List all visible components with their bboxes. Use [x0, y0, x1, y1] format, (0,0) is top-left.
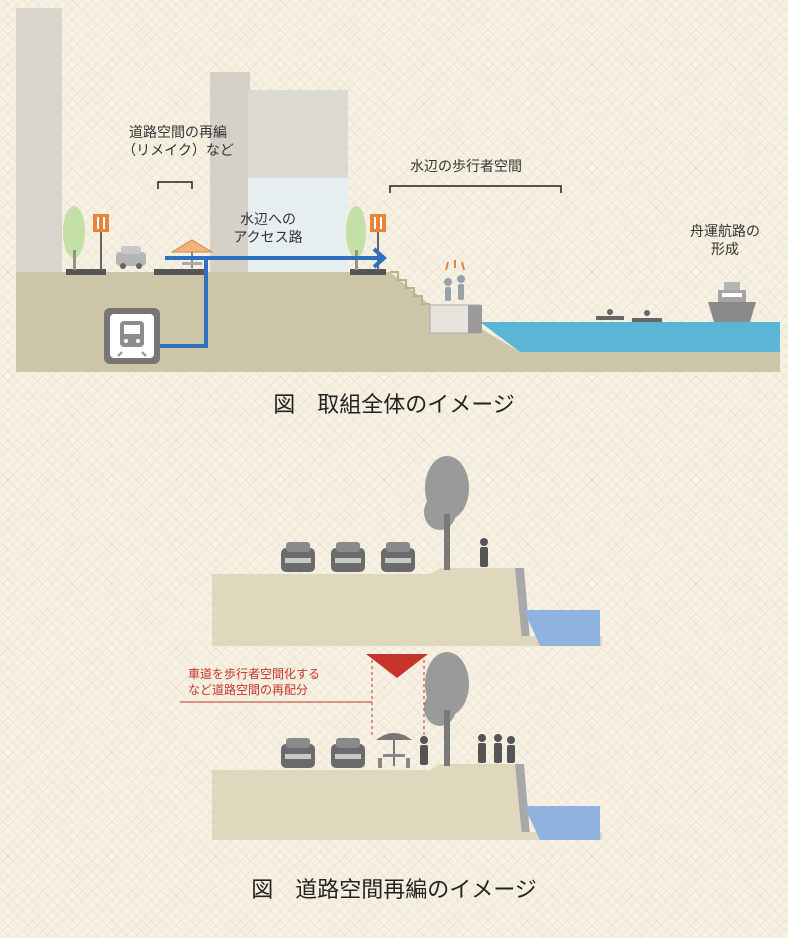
realloc-annotation-line1: 車道を歩行者空間化する	[188, 667, 321, 681]
figure2-illustration	[0, 440, 788, 860]
person-2-icon	[420, 736, 428, 765]
tree-icon	[424, 456, 469, 570]
realloc-annotation: 車道を歩行者空間化する など道路空間の再配分	[188, 666, 320, 698]
tree-2-icon	[424, 652, 469, 766]
tree-right-icon	[346, 206, 366, 270]
car-3-icon	[381, 542, 415, 572]
road-reorg-label-line1: 道路空間の再編	[129, 125, 227, 141]
access-label-line1: 水辺への	[240, 212, 296, 228]
before-section	[212, 456, 602, 646]
bracket-waterside	[389, 185, 562, 193]
navigation-label-line2: 形成	[711, 242, 739, 258]
people-group-icon	[478, 734, 515, 763]
tree-left-icon	[63, 206, 85, 270]
car-1-icon	[281, 542, 315, 572]
stairs	[390, 271, 430, 305]
bracket-road	[157, 181, 193, 189]
waterside-pedestrian-label: 水辺の歩行者空間	[410, 159, 522, 175]
realloc-triangle	[366, 654, 428, 678]
access-label-line2: アクセス路	[233, 230, 303, 246]
train-station-icon	[104, 308, 160, 364]
figure2-caption: 図 道路空間再編のイメージ	[251, 878, 537, 903]
navigation-label: 舟運航路の 形成	[680, 223, 770, 259]
after-section	[212, 652, 602, 840]
car-5-icon	[331, 738, 365, 768]
road-reorg-label-line2: （リメイク）など	[122, 143, 234, 159]
sign-left-icon	[93, 214, 109, 270]
car-icon	[116, 246, 146, 269]
figure1-caption: 図 取組全体のイメージ	[273, 393, 515, 418]
realloc-annotation-line2: など道路空間の再配分	[188, 683, 309, 697]
figure1-illustration	[0, 0, 788, 380]
access-label: 水辺への アクセス路	[212, 211, 324, 247]
person-icon	[480, 538, 488, 567]
river-water	[480, 322, 780, 352]
small-boats-icon	[596, 309, 662, 322]
building-left	[16, 8, 62, 273]
people-icon	[444, 260, 465, 301]
parasol-table-icon	[376, 733, 412, 768]
car-2-icon	[331, 542, 365, 572]
car-4-icon	[281, 738, 315, 768]
navigation-label-line1: 舟運航路の	[690, 224, 760, 240]
road-reorg-label: 道路空間の再編 （リメイク）など	[108, 124, 248, 160]
ship-icon	[708, 282, 756, 322]
building-center	[210, 72, 250, 272]
